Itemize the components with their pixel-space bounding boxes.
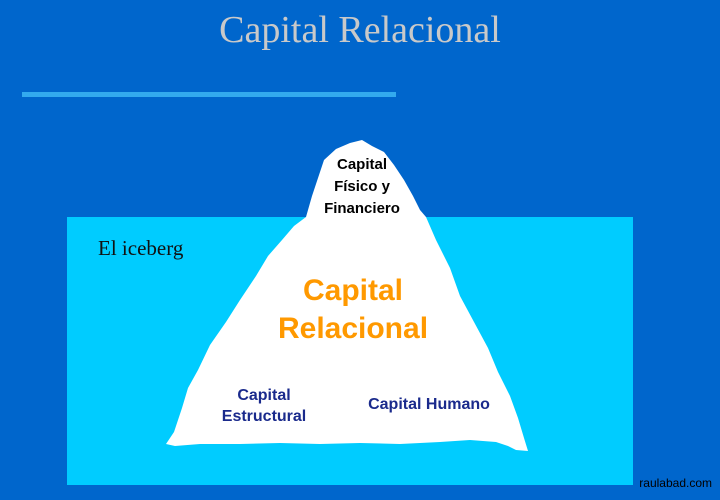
peak-line: Financiero	[300, 198, 424, 220]
structural-line: Estructural	[202, 406, 326, 427]
iceberg-caption: El iceberg	[98, 236, 183, 261]
peak-line: Capital	[300, 154, 424, 176]
footer-credit: raulabad.com	[639, 476, 712, 490]
capital-relacional-label: Capital Relacional	[250, 272, 456, 348]
peak-line: Físico y	[300, 176, 424, 198]
structural-line: Capital	[202, 385, 326, 406]
relational-line: Capital	[250, 272, 456, 310]
capital-humano-label: Capital Humano	[350, 396, 508, 414]
relational-line: Relacional	[250, 310, 456, 348]
capital-fisico-financiero-label: Capital Físico y Financiero	[300, 154, 424, 220]
capital-estructural-label: Capital Estructural	[202, 385, 326, 427]
